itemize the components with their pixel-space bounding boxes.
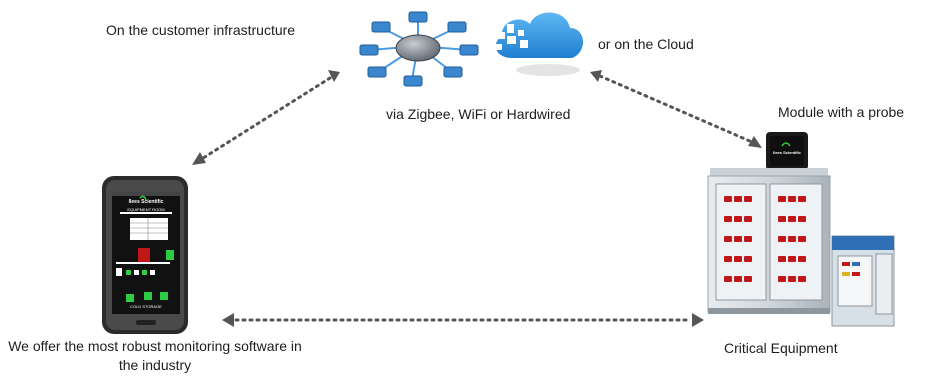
cloud-icon [494, 12, 584, 76]
incubator-icon [831, 235, 895, 327]
fridge-icon [707, 168, 831, 314]
cloud-label: or on the Cloud [598, 36, 694, 52]
smartphone-icon [102, 176, 188, 334]
module-probe-icon [766, 132, 808, 170]
module-brand: Ilees Scientific [773, 150, 801, 155]
customer-infrastructure-label: On the customer infrastructure [106, 22, 296, 38]
phone-room-title: EQUIPMENT ROOM [127, 207, 165, 212]
critical-equipment-label: Critical Equipment [724, 340, 838, 356]
arrow-phone-to-equipment [222, 313, 704, 327]
software-label: We offer the most robust monitoring soft… [8, 338, 302, 373]
phone-brand: Ilees Scientific [128, 199, 164, 205]
arrow-cloud-to-module [590, 70, 762, 148]
phone-cold-title: COLD STORAGE [130, 304, 162, 309]
connectivity-label: via Zigbee, WiFi or Hardwired [386, 106, 571, 122]
network-hub-icon [359, 11, 479, 87]
arrow-hub-to-phone [192, 70, 340, 165]
phone-floorplan [116, 212, 174, 302]
module-label: Module with a probe [778, 104, 905, 120]
